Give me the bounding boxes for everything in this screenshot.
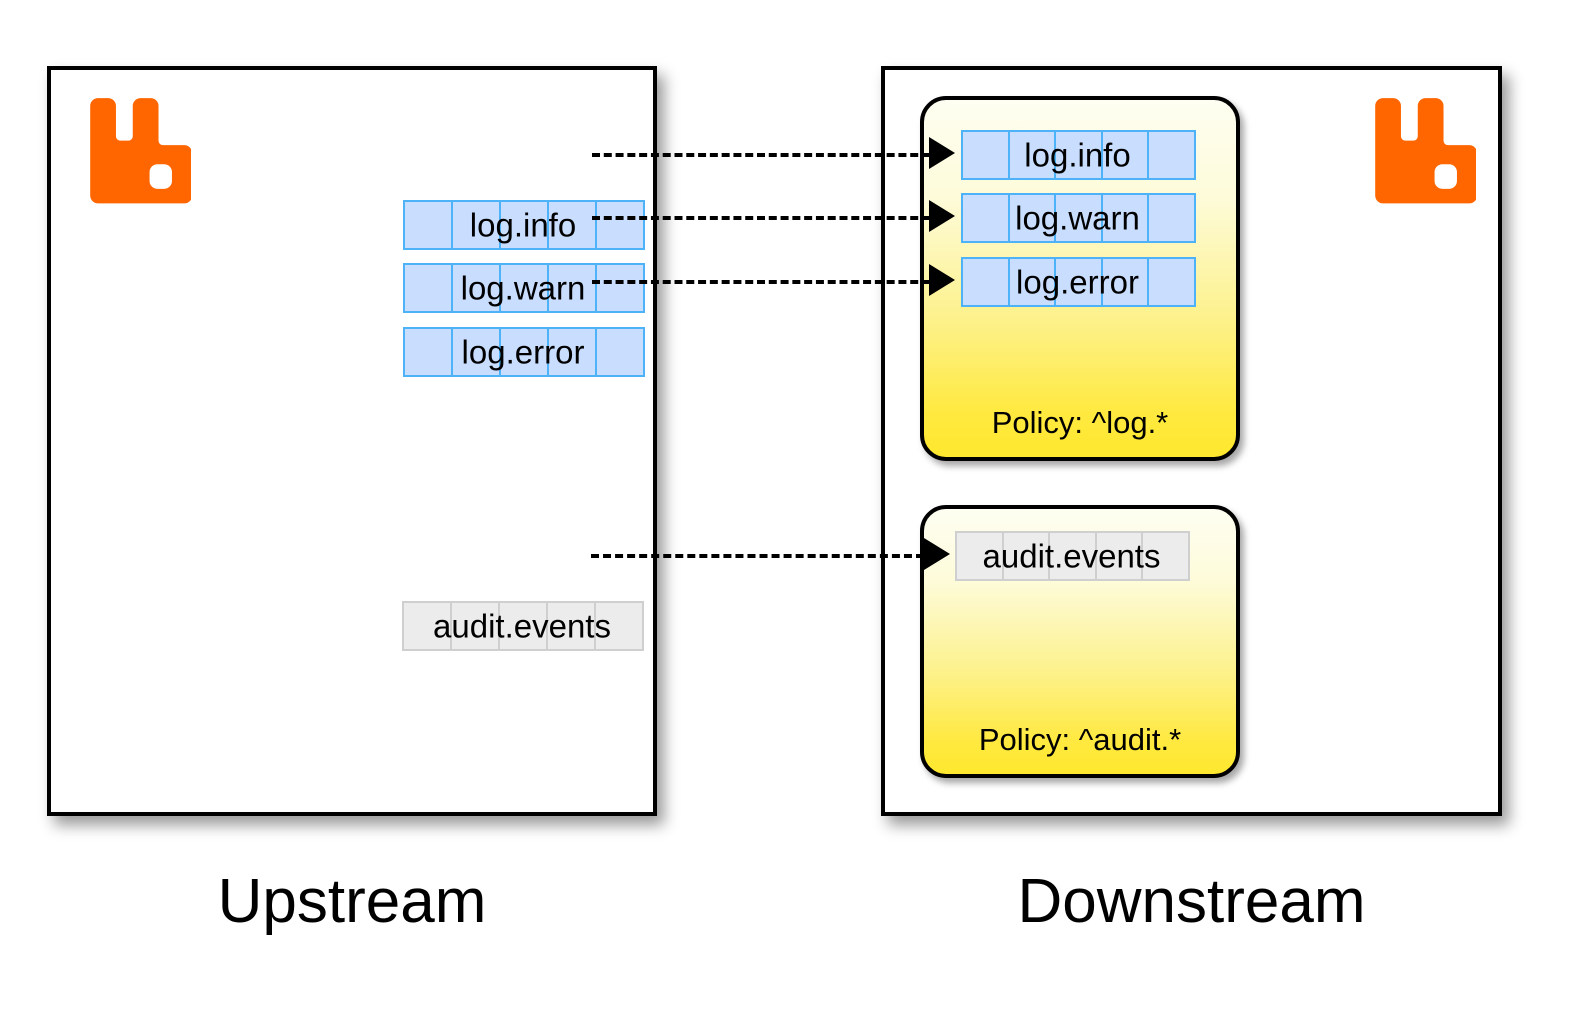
queue-cell bbox=[499, 263, 549, 313]
queue-cell bbox=[403, 327, 453, 377]
queue-cell bbox=[595, 200, 645, 250]
queue-cell bbox=[1007, 193, 1057, 243]
queue-audit-events-upstream[interactable]: audit.events bbox=[402, 601, 644, 651]
queue-cell bbox=[594, 601, 644, 651]
queue-cell bbox=[546, 601, 596, 651]
connector-audit-events bbox=[591, 554, 924, 558]
queue-cell bbox=[451, 327, 501, 377]
queue-cell bbox=[1147, 257, 1196, 307]
queue-cell bbox=[1007, 130, 1057, 180]
queue-log-error-downstream[interactable]: log.error bbox=[961, 257, 1196, 307]
queue-log-warn-downstream[interactable]: log.warn bbox=[961, 193, 1196, 243]
policy-label: Policy: ^audit.* bbox=[978, 722, 1182, 757]
queue-cell bbox=[451, 263, 501, 313]
queue-cell bbox=[547, 263, 597, 313]
queue-cell bbox=[1100, 257, 1150, 307]
connector-log-error bbox=[592, 280, 930, 284]
queue-cell bbox=[403, 200, 453, 250]
caption-upstream: Upstream bbox=[217, 867, 487, 936]
queue-cell bbox=[955, 531, 1004, 581]
arrow-right-icon bbox=[929, 264, 955, 296]
arrow-right-icon bbox=[924, 538, 950, 570]
queue-cell bbox=[595, 327, 645, 377]
queue-cell bbox=[961, 193, 1010, 243]
queue-cell bbox=[961, 130, 1010, 180]
queue-cell bbox=[451, 200, 501, 250]
queue-cell bbox=[450, 601, 500, 651]
arrow-right-icon bbox=[929, 200, 955, 232]
queue-cell bbox=[1147, 130, 1196, 180]
queue-cell bbox=[1141, 531, 1190, 581]
queue-cell bbox=[1100, 130, 1150, 180]
rabbitmq-logo-icon bbox=[90, 98, 191, 204]
queue-cell bbox=[547, 327, 597, 377]
arrow-right-icon bbox=[929, 137, 955, 169]
queue-cell bbox=[1054, 257, 1103, 307]
queue-cell bbox=[1007, 257, 1057, 307]
queue-cell bbox=[498, 601, 548, 651]
queue-cell bbox=[595, 263, 645, 313]
queue-cell bbox=[1094, 531, 1144, 581]
queue-log-warn-upstream[interactable]: log.warn bbox=[403, 263, 645, 313]
caption-downstream: Downstream bbox=[1017, 867, 1366, 936]
queue-log-info-upstream[interactable]: log.info bbox=[403, 200, 645, 250]
policy-label: Policy: ^log.* bbox=[991, 405, 1169, 440]
queue-cell bbox=[499, 327, 549, 377]
queue-audit-events-downstream[interactable]: audit.events bbox=[955, 531, 1190, 581]
connector-log-warn bbox=[592, 216, 930, 220]
queue-cell bbox=[499, 200, 549, 250]
queue-cell bbox=[547, 200, 597, 250]
queue-cell bbox=[1054, 130, 1103, 180]
connector-log-info bbox=[592, 153, 930, 157]
queue-cell bbox=[1147, 193, 1196, 243]
queue-cell bbox=[402, 601, 452, 651]
queue-log-info-downstream[interactable]: log.info bbox=[961, 130, 1196, 180]
queue-cell bbox=[1048, 531, 1097, 581]
queue-cell bbox=[1054, 193, 1103, 243]
queue-cell bbox=[1100, 193, 1150, 243]
queue-log-error-upstream[interactable]: log.error bbox=[403, 327, 645, 377]
broker-panel-upstream: log.info log.warn log.error audit.events bbox=[47, 66, 657, 816]
rabbitmq-logo-icon bbox=[1375, 98, 1476, 204]
queue-cell bbox=[961, 257, 1010, 307]
queue-cell bbox=[403, 263, 453, 313]
queue-cell bbox=[1001, 531, 1051, 581]
